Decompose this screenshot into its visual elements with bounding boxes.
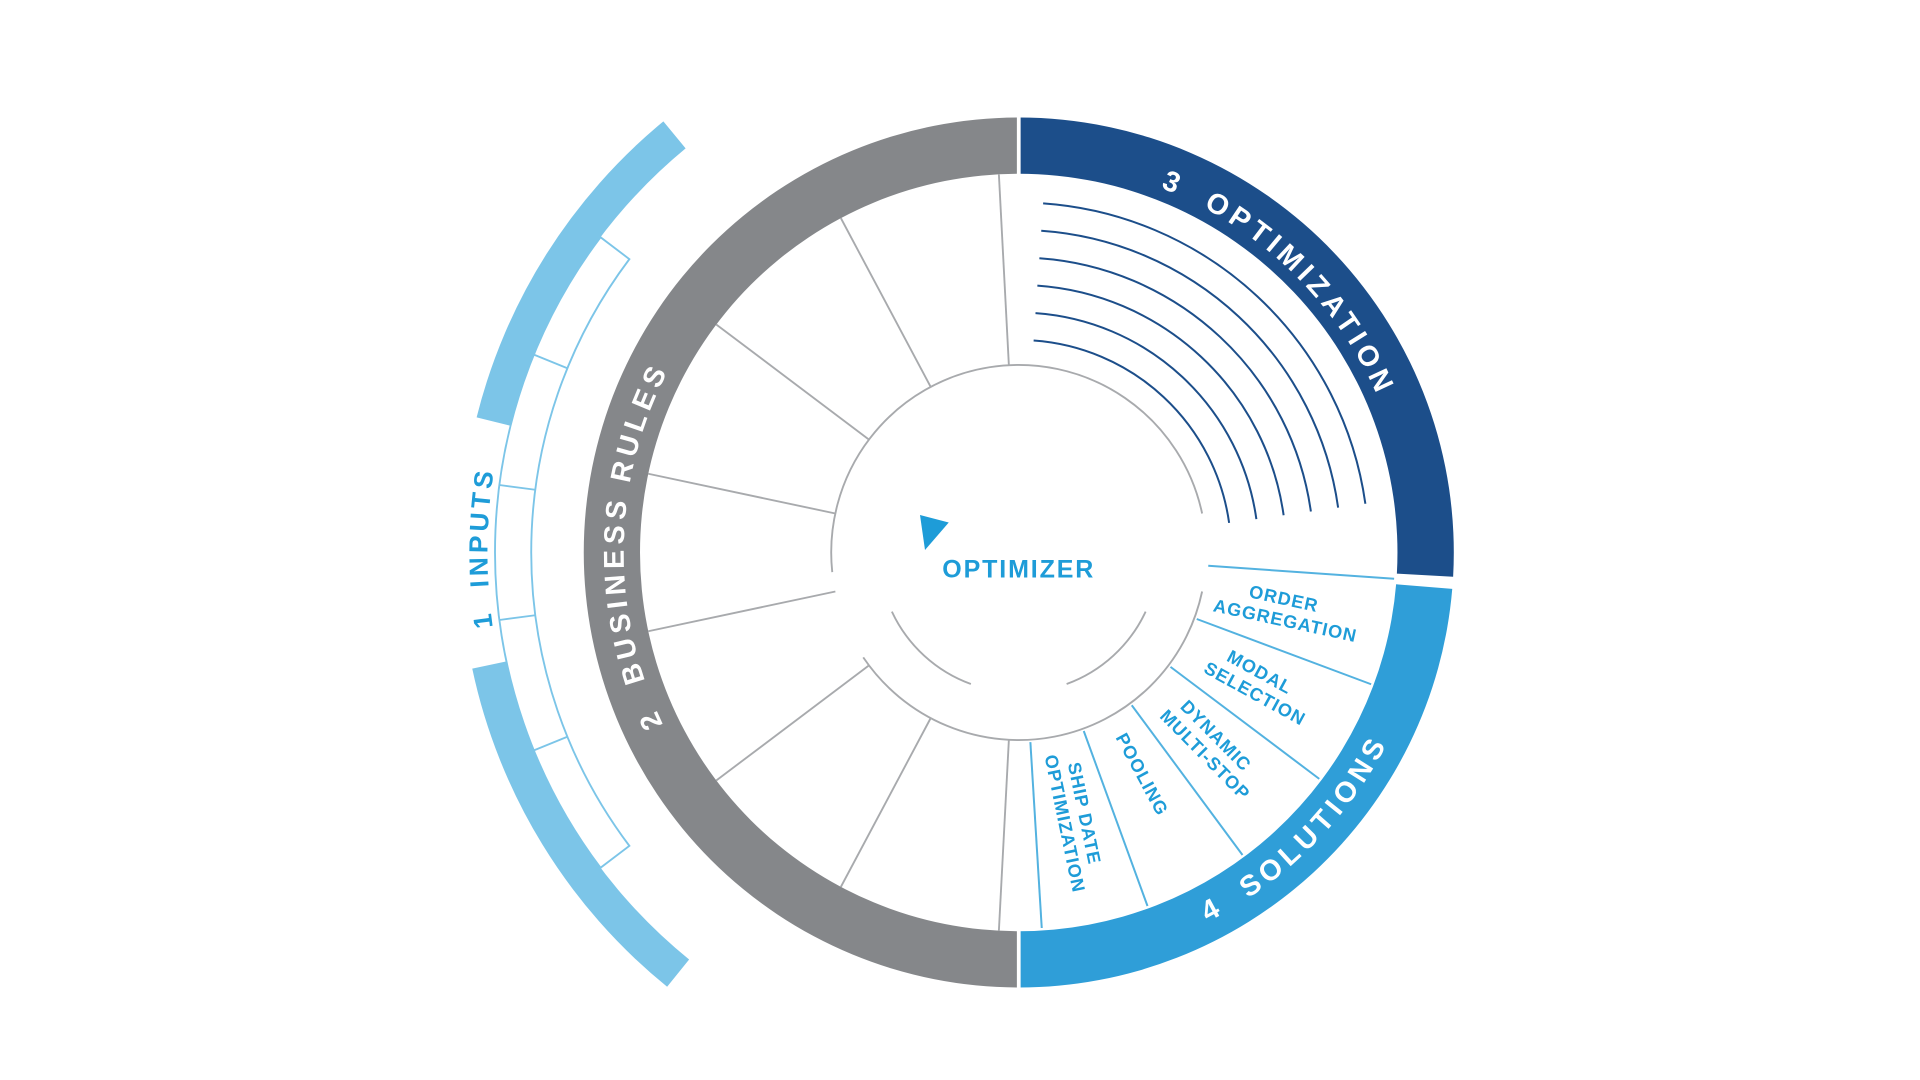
solution-divider	[1208, 564, 1395, 580]
solution-divider	[1130, 704, 1244, 856]
sector-spoke	[997, 739, 1010, 931]
business-rules-ring	[583, 117, 1019, 988]
sector-spoke	[715, 664, 870, 782]
sector-spoke	[648, 472, 836, 515]
radiating-arc	[1043, 202, 1367, 504]
sector-spoke	[840, 717, 932, 888]
radiating-arc	[1037, 284, 1285, 516]
solutions-ring	[1018, 584, 1453, 988]
sector-spoke	[715, 323, 870, 441]
solution-divider	[1169, 666, 1320, 780]
radiating-arc	[1033, 339, 1231, 524]
inputs-ring-lower	[472, 661, 690, 987]
inner-arc-small	[1066, 611, 1147, 685]
optimization-label: 3 OPTIMIZATION	[0, 0, 1456, 439]
solution-segment-label: ORDER AGGREGATION	[1212, 575, 1393, 653]
inputs-inner-band	[494, 235, 631, 870]
cursor-triangle-icon	[920, 515, 949, 550]
sector-spoke	[840, 217, 932, 388]
solution-divider	[1196, 618, 1372, 686]
radiating-arc	[1039, 257, 1312, 512]
solution-segment-label: SHIP DATE OPTIMIZATION	[1041, 749, 1116, 924]
solution-divider	[1082, 730, 1149, 907]
inputs-band-tick	[499, 614, 536, 621]
inputs-label: 1 INPUTS	[0, 0, 556, 630]
inputs-ring-upper	[476, 121, 686, 426]
inputs-band-tick	[533, 735, 568, 752]
optimizer-label: OPTIMIZER	[942, 556, 1095, 584]
radiating-arc	[1035, 312, 1258, 520]
inner-circle-arc	[830, 364, 1204, 573]
sector-spoke	[648, 590, 836, 633]
solution-divider	[1029, 742, 1043, 929]
inner-circle-arc	[862, 591, 1204, 741]
inner-arc-small	[891, 611, 972, 685]
sector-spoke	[997, 174, 1010, 366]
radiating-arc	[1041, 229, 1340, 508]
inputs-band-tick	[533, 353, 568, 370]
optimization-ring	[1018, 117, 1454, 577]
inputs-band-tick	[499, 484, 536, 491]
